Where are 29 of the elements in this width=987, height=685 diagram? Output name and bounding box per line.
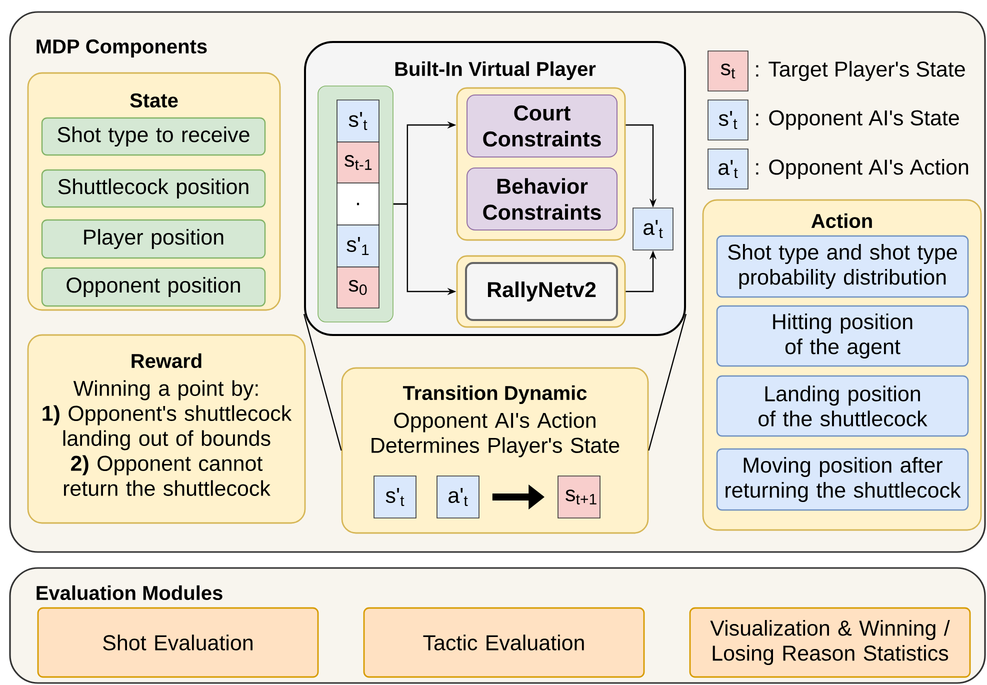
- legend-text: : Opponent AI's State: [756, 110, 959, 130]
- model-box: RallyNetv2: [465, 262, 618, 321]
- zoom-line: [303, 314, 342, 451]
- symbol-cell: a'$_{t}$: [632, 208, 674, 250]
- module-box: Tactic Evaluation: [363, 607, 645, 678]
- legend-text: : Opponent AI's Action: [756, 158, 968, 180]
- zoom-line: [648, 314, 687, 451]
- symbol-cell: s'$_{t}$: [336, 100, 380, 142]
- constraint-box: Behavior Constraints: [466, 168, 618, 230]
- item-box: Player position: [41, 219, 266, 259]
- symbol-cell: a'$_{t}$: [436, 476, 480, 518]
- action-box: Hitting position of the agent: [716, 305, 969, 367]
- action-box: Moving position after returning the shuttlecock: [716, 448, 969, 511]
- symbol-cell: s'$_{1}$: [336, 224, 380, 268]
- constraint-box: Court Constraints: [466, 94, 618, 158]
- symbol-cell: s'$_{t}$: [374, 476, 416, 518]
- symbol-cell: .: [336, 182, 380, 226]
- item-box: Shuttlecock position: [41, 169, 266, 208]
- action-box: Shot type and shot type probability distribution: [716, 235, 969, 298]
- symbol-cell: s$_{t-1}$: [336, 142, 380, 184]
- item-box: Opponent position: [41, 267, 266, 307]
- legend-text: : Target Player's State: [756, 60, 965, 82]
- panel: Reward Winning a point by: 1) Opponent's shuttlecock landing out of bounds 2) Opponent cannot return the shuttlecock: [27, 334, 306, 524]
- module-box: Shot Evaluation: [37, 607, 319, 678]
- symbol-cell: s$_{t+1}$: [558, 476, 600, 518]
- module-box: Visualization & Winning / Losing Reason Statistics: [689, 607, 971, 678]
- item-box: Shot type to receive: [41, 117, 266, 156]
- action-box: Landing position of the shuttlecock: [716, 375, 969, 437]
- symbol-cell: s$_{0}$: [336, 266, 380, 308]
